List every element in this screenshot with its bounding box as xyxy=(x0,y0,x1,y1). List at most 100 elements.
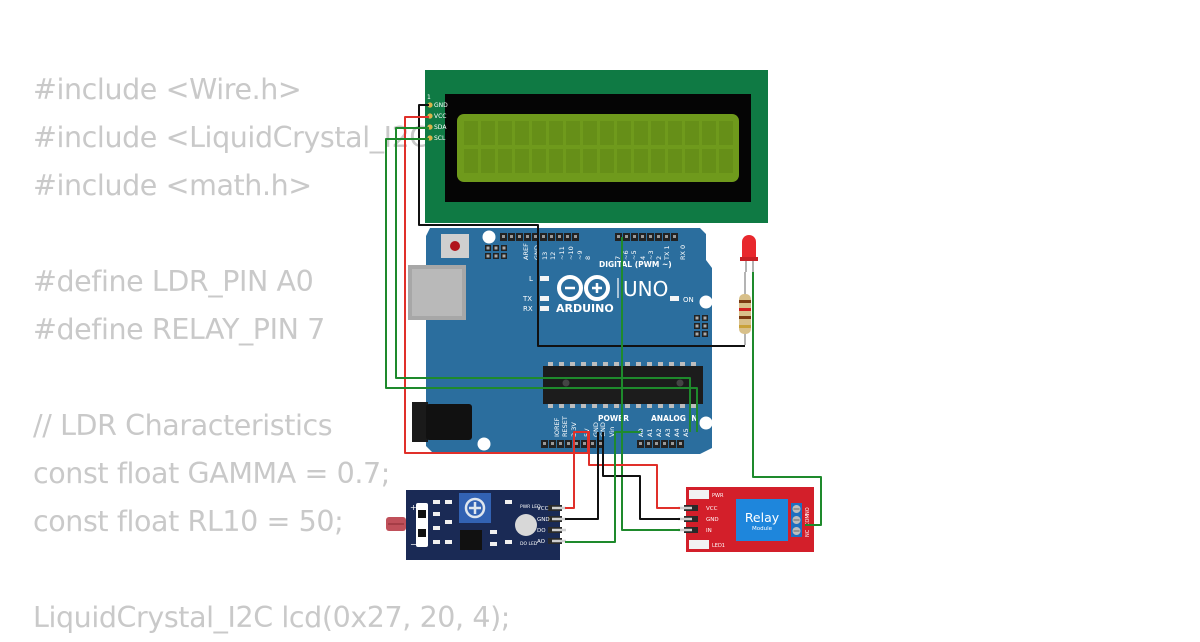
resistor-band xyxy=(739,300,751,303)
usb-inner xyxy=(412,269,462,316)
header-pin-metal xyxy=(703,332,707,336)
code-line: #define LDR_PIN A0 xyxy=(33,265,314,298)
chip-pin xyxy=(625,404,630,408)
resistor-body xyxy=(739,294,751,334)
digital-pin-header[interactable] xyxy=(500,233,678,241)
ldr-smd-components xyxy=(433,500,512,546)
digital-pin-label: 13 xyxy=(541,252,549,260)
led-on-label: ON xyxy=(683,296,694,304)
chip-pin xyxy=(559,404,564,408)
digital-pin-metal xyxy=(566,235,569,238)
header-pin-metal xyxy=(695,316,699,320)
reset-button-cap[interactable] xyxy=(450,241,460,251)
lcd-cell xyxy=(685,149,699,173)
digital-pin-metal xyxy=(657,235,660,238)
chip-pin xyxy=(548,362,553,366)
lcd-cell xyxy=(634,149,648,173)
analog-pin-metal xyxy=(679,442,682,445)
lcd-cell xyxy=(685,121,699,145)
analog-label: ANALOG IN xyxy=(651,414,698,423)
pwr-led-label: PWR LED xyxy=(520,504,541,510)
resistor[interactable] xyxy=(739,272,751,345)
lcd-cell xyxy=(464,121,478,145)
lcd-cell xyxy=(515,121,529,145)
relay-led1 xyxy=(689,540,709,549)
lcd-cell xyxy=(702,149,716,173)
chip-pin xyxy=(669,362,674,366)
lcd-cell xyxy=(617,121,631,145)
chip-pin xyxy=(548,404,553,408)
code-line: const float GAMMA = 0.7; xyxy=(33,457,390,490)
power-pin-header[interactable] xyxy=(541,440,604,448)
analog-pin-metal xyxy=(671,442,674,445)
chip-pin xyxy=(691,362,696,366)
digital-pin-metal xyxy=(502,235,505,238)
header-pin-metal xyxy=(494,246,498,250)
lcd-cell xyxy=(498,149,512,173)
digital-pin-metal xyxy=(673,235,676,238)
lcd-cell xyxy=(719,121,733,145)
potentiometer-knob[interactable] xyxy=(464,497,486,519)
red-led[interactable] xyxy=(740,235,758,272)
header-pin-metal xyxy=(502,254,506,258)
digital-pin-metal xyxy=(649,235,652,238)
relay-component xyxy=(736,499,788,541)
chip-dot xyxy=(676,379,684,387)
lcd-cell xyxy=(600,121,614,145)
lcd-cell xyxy=(464,149,478,173)
wire-ldr-ao xyxy=(565,431,641,543)
chip-pin xyxy=(691,404,696,408)
digital-pin-metal xyxy=(617,235,620,238)
lcd-pin[interactable] xyxy=(427,102,433,108)
power-pin-label: 3.3V xyxy=(570,422,578,437)
icsp-header-usb xyxy=(485,245,507,259)
lcd-cell xyxy=(532,121,546,145)
analog-pin-header[interactable] xyxy=(637,440,684,448)
digital-pin-label: ~9 xyxy=(576,250,584,260)
digital-pin-label: 12 xyxy=(549,252,557,260)
analog-pin-metal xyxy=(655,442,658,445)
led-l xyxy=(540,276,549,281)
chip-pin xyxy=(658,404,663,408)
digital-pin-label: 4 xyxy=(639,256,647,260)
power-pin-metal xyxy=(551,442,554,445)
comparator-ic xyxy=(460,530,482,550)
wire-pin7-to-relay-in xyxy=(621,237,680,531)
lcd-cell xyxy=(549,149,563,173)
digital-pin-label: ~11 xyxy=(558,246,566,260)
resistor-band xyxy=(739,316,751,319)
led-body xyxy=(742,235,756,258)
lcd-character-cells xyxy=(464,121,733,173)
lcd-pin-label: SCL xyxy=(434,135,446,142)
header-pin-metal xyxy=(695,324,699,328)
digital-pin-label: RX 0 xyxy=(679,245,687,260)
screw-terminals[interactable] xyxy=(792,505,801,535)
analog-pin-label: A4 xyxy=(673,428,681,437)
smd-component xyxy=(490,530,497,534)
digital-pin-label: 8 xyxy=(584,256,592,260)
led-rx-label: RX xyxy=(523,305,533,313)
lcd-pin-label: SDA xyxy=(434,124,447,131)
wire-relay-vcc xyxy=(588,432,680,509)
mounting-hole xyxy=(482,230,496,244)
lcd-cell xyxy=(549,121,563,145)
code-line: // LDR Characteristics xyxy=(33,409,333,442)
digital-pin-metal xyxy=(633,235,636,238)
relay-pwr-label: PWR xyxy=(712,493,724,499)
lcd-cell xyxy=(634,121,648,145)
relay-pin-label: VCC xyxy=(706,506,718,512)
header-pin-metal xyxy=(486,254,490,258)
smd-component xyxy=(445,500,452,504)
digital-pin-label: TX 1 xyxy=(663,245,671,261)
relay-title: Relay xyxy=(745,510,780,525)
digital-pin-metal xyxy=(574,235,577,238)
power-pin-metal xyxy=(599,442,602,445)
relay-led1-label: LED1 xyxy=(712,543,725,549)
